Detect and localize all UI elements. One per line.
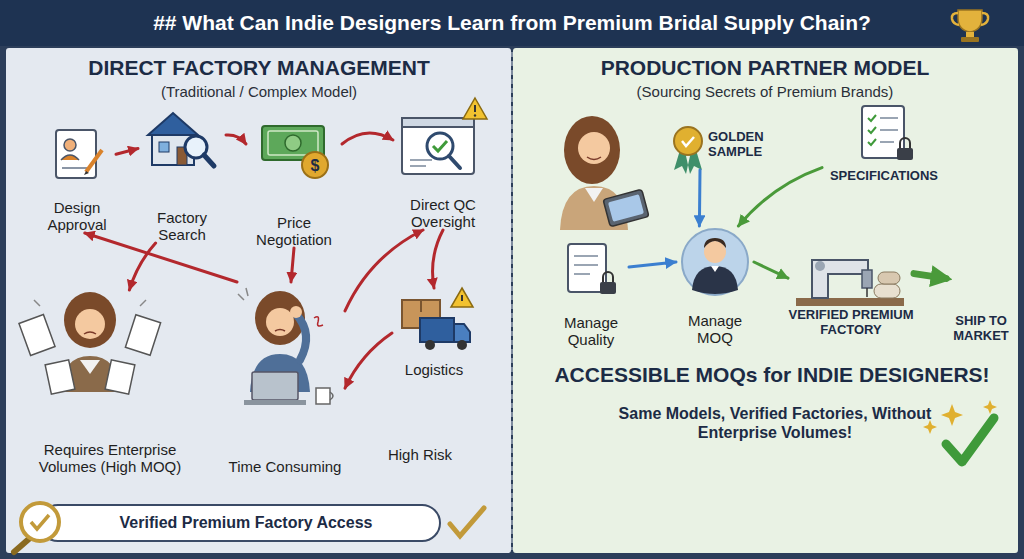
node-label: SHIP TO MARKET (946, 314, 1016, 344)
title-bar (0, 0, 1024, 46)
pain-point: Time Consuming (225, 282, 345, 475)
specifications-icon (862, 106, 913, 160)
headline-callout: ACCESSIBLE MOQs for INDIE DESIGNERS! (530, 362, 1014, 387)
input-badge: GOLDEN SAMPLE (672, 120, 784, 170)
input-doc: SPECIFICATIONS (822, 102, 946, 184)
divider (511, 52, 513, 550)
quality-doc-icon (568, 244, 616, 294)
node-label: ## What Can Indie Designers Learn from P… (153, 11, 871, 35)
process-step: Factory Search (138, 108, 226, 243)
factory-node: VERIFIED PREMIUM FACTORY (788, 246, 914, 338)
designer-with-tablet (560, 116, 649, 230)
access-bar: Verified Premium Factory Access (56, 505, 436, 541)
node-label: PRODUCTION PARTNER MODEL (601, 56, 930, 80)
node-label: Design Approval (38, 199, 116, 234)
process-step: Logistics (392, 288, 476, 378)
process-step: Direct QC Oversight (393, 110, 493, 230)
risk-note: High Risk (368, 446, 472, 464)
currency-symbol: $ (302, 156, 328, 175)
flow-arrow (345, 333, 392, 388)
stressed-woman-papers (19, 292, 161, 394)
flow-arrow (342, 133, 393, 144)
node-label: SPECIFICATIONS (830, 169, 938, 184)
truck-icon (402, 288, 473, 350)
flow-arrow (754, 262, 788, 278)
right-panel (513, 48, 1018, 553)
factory-search-icon (148, 113, 214, 166)
process-step: Price Negotiation (246, 118, 342, 248)
node-label: Direct QC Oversight (393, 196, 493, 231)
pain-point: Requires Enterprise Volumes (High MOQ) (13, 290, 207, 475)
flow-arrow (914, 274, 946, 279)
trophy-icon (952, 10, 988, 42)
flow-arrow (291, 248, 294, 282)
flow-arrow (226, 135, 246, 144)
node-label: Requires Enterprise Volumes (High MOQ) (13, 441, 207, 476)
panel: PRODUCTION PARTNER MODEL (Sourcing Secret… (514, 50, 1016, 550)
title-bar: ## What Can Indie Designers Learn from P… (0, 0, 1024, 46)
node-label: Manage MOQ (676, 312, 754, 347)
flow-arrow (698, 170, 702, 226)
panel: DIRECT FACTORY MANAGEMENT (Traditional / … (8, 50, 510, 550)
node-label: Time Consuming (229, 458, 342, 475)
approval-icon (56, 130, 102, 178)
golden-badge (674, 127, 702, 174)
process-step: Manage Quality (553, 240, 629, 348)
node-subtitle: (Traditional / Complex Model) (161, 83, 357, 100)
node-label: Manage Quality (553, 314, 629, 349)
node-label: Logistics (405, 361, 463, 378)
flow-arrow (629, 262, 676, 267)
stressed-woman-laptop (238, 288, 333, 405)
access-bar (14, 503, 484, 552)
success-checkmark (923, 400, 997, 462)
benefit-note: Same Models, Verified Factories, Without… (610, 404, 940, 442)
node-label: Factory Search (138, 209, 226, 244)
node-label: GOLDEN SAMPLE (708, 130, 784, 160)
node-label: Verified Premium Factory Access (120, 514, 373, 532)
ship-node: SHIP TO MARKET (946, 262, 1016, 344)
flow-arrow (345, 230, 423, 311)
left-panel (6, 48, 511, 553)
node-label: VERIFIED PREMIUM FACTORY (788, 308, 914, 338)
flow-arrow (738, 168, 822, 226)
sewing-machine-icon (796, 260, 904, 306)
flow-arrow (129, 243, 155, 290)
partner-manager-icon (682, 229, 748, 295)
money-icon (262, 126, 328, 178)
node-label: DIRECT FACTORY MANAGEMENT (88, 56, 429, 80)
node-label: Price Negotiation (246, 214, 342, 249)
qc-icon (402, 98, 487, 174)
partner-node: Manage MOQ (676, 226, 754, 346)
node-subtitle: (Sourcing Secrets of Premium Brands) (637, 83, 894, 100)
process-step: Design Approval (38, 128, 116, 233)
flow-arrow (433, 230, 443, 288)
flow-arrow (116, 149, 138, 155)
